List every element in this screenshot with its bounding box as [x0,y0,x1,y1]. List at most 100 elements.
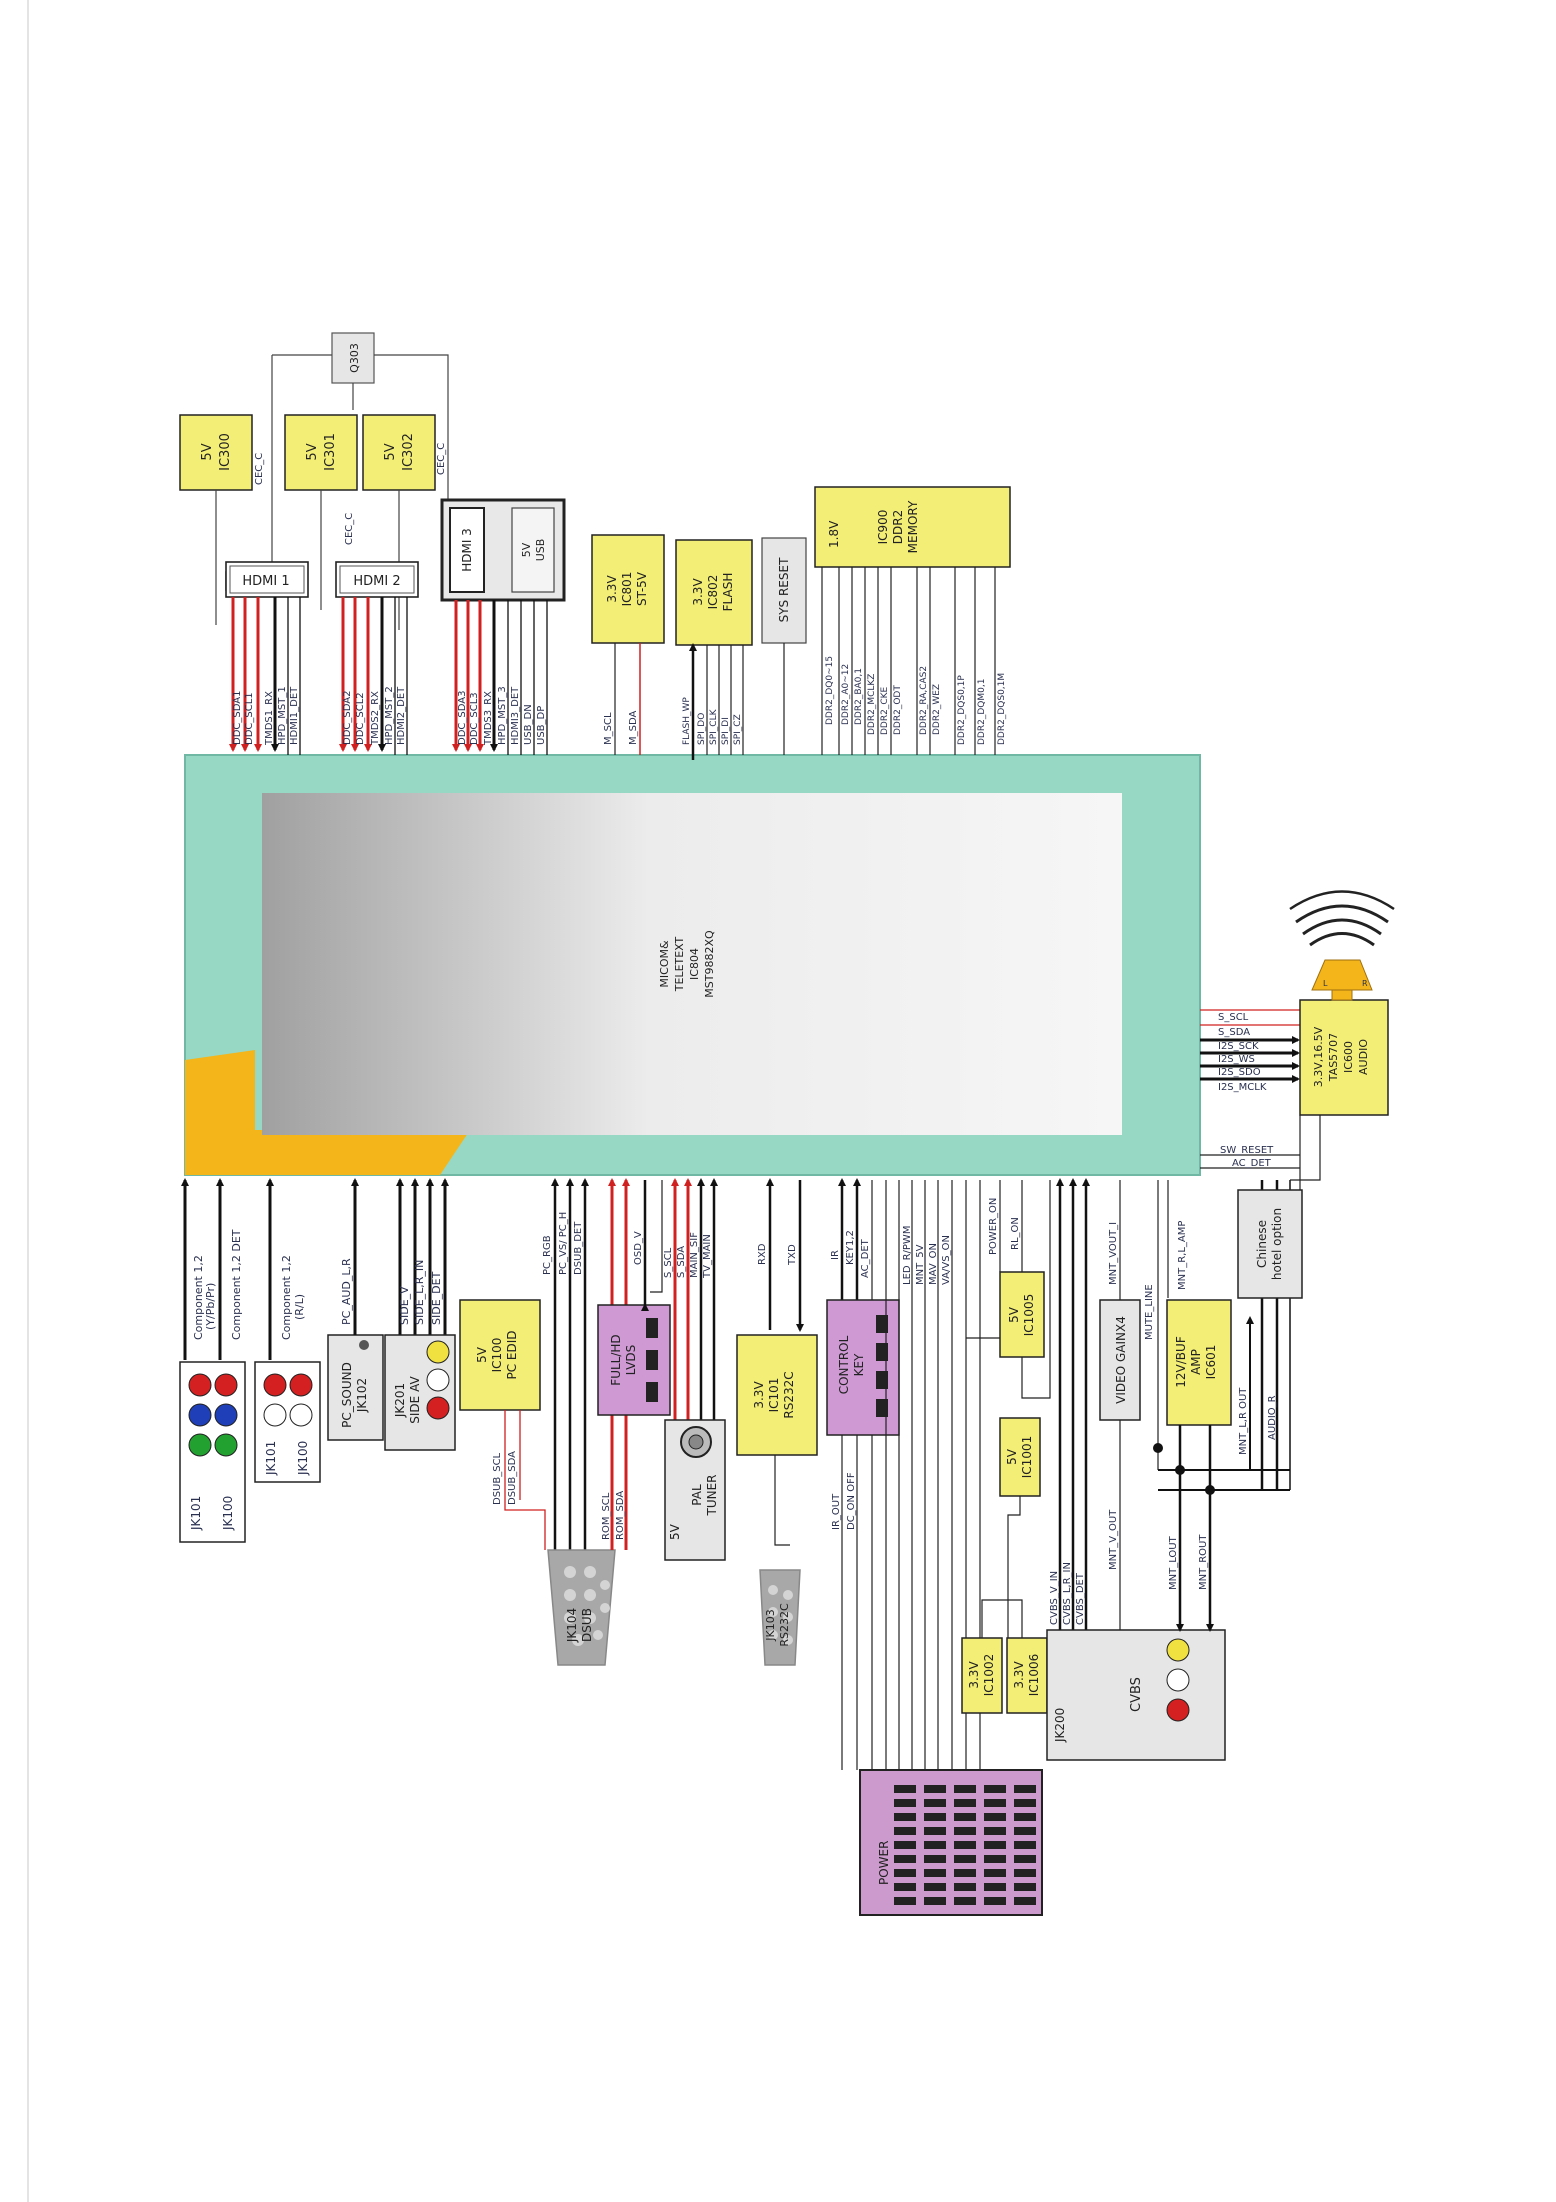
cvbs-signals: CVBS_V_IN CVBS_L,R_IN CVBS_DET [1049,1178,1090,1630]
svg-text:I2S_WS: I2S_WS [1218,1054,1255,1065]
power-block: POWER [859,1769,1043,1916]
power-pin [984,1785,1006,1793]
hdmi1-label: HDMI 1 [242,574,289,589]
svg-text:PC_RGB: PC_RGB [542,1235,553,1275]
svg-text:IC601: IC601 [1204,1345,1218,1380]
svg-text:JK101: JK101 [264,1441,278,1476]
svg-text:TXD: TXD [787,1244,798,1266]
power-pin [954,1799,976,1807]
svg-text:KEY: KEY [852,1353,866,1376]
svg-text:IC802: IC802 [706,575,720,610]
svg-text:5V: 5V [475,1346,489,1363]
svg-text:TAS5707: TAS5707 [1327,1033,1340,1082]
svg-text:DDR2_ODT: DDR2_ODT [893,685,903,735]
ic801-block: 3.3V IC801 ST-5V M_SCL M_SDA [591,534,665,755]
power-pin [954,1841,976,1849]
power-pin [894,1785,916,1793]
svg-text:DDR2_CKE: DDR2_CKE [880,686,890,735]
jk103-rs232c: JK103 RS232C [759,1569,801,1666]
svg-text:5V: 5V [200,443,215,460]
power-pin [924,1897,946,1905]
svg-text:RL_ON: RL_ON [1010,1217,1021,1250]
power-pin [954,1785,976,1793]
power-pin [1014,1897,1036,1905]
svg-text:KEY1,2: KEY1,2 [845,1230,856,1265]
ic1002-block: 3.3V IC1002 [961,1637,1003,1714]
svg-text:DDC_SDA1: DDC_SDA1 [232,691,243,745]
svg-text:SW_RESET: SW_RESET [1220,1145,1274,1156]
svg-text:I2S_MCLK: I2S_MCLK [1218,1082,1267,1093]
svg-text:JK102: JK102 [355,1378,369,1413]
power-pin [924,1841,946,1849]
power-pin [924,1799,946,1807]
svg-text:SYS RESET: SYS RESET [777,557,791,622]
hdmi2-connector: HDMI 2 [335,561,419,598]
lvds-block: ROM_SCL ROM_SDA FULL/HD LVDS OSD_V [597,1178,671,1550]
power-pin [894,1841,916,1849]
svg-text:FLASH_WP: FLASH_WP [682,697,692,745]
svg-text:ST-5V: ST-5V [635,571,649,606]
svg-text:OSD_V: OSD_V [633,1231,644,1265]
svg-text:MNT_VOUT_I: MNT_VOUT_I [1108,1222,1119,1285]
svg-text:SIDE AV: SIDE AV [408,1375,422,1423]
svg-text:SPI_CLK: SPI_CLK [709,708,719,745]
svg-text:DC_ON OFF: DC_ON OFF [846,1472,857,1530]
svg-text:3.3V: 3.3V [1012,1661,1026,1689]
cvbs-block: JK200 CVBS [1046,1629,1226,1761]
usb-label-2: USB [534,539,547,562]
svg-text:ROM_SCL: ROM_SCL [601,1492,612,1540]
svg-text:DDC_SCL3: DDC_SCL3 [469,692,480,745]
svg-text:MNT_ROUT: MNT_ROUT [1198,1534,1209,1590]
control-key-signals: IR KEY1,2 AC_DET [830,1178,873,1300]
power-pin [894,1869,916,1877]
power-pin [1014,1785,1036,1793]
power-pin [1014,1799,1036,1807]
svg-text:JK104: JK104 [565,1608,579,1643]
svg-text:(R/L): (R/L) [293,1294,306,1320]
svg-text:3.3V: 3.3V [691,578,705,606]
svg-text:HDMI2_DET: HDMI2_DET [396,686,407,745]
pal-tuner-block: 5V PAL TUNER [664,1419,726,1561]
ic600-block: 3.3V,16.5V TAS5707 IC600 AUDIO [1299,999,1389,1116]
usb-label-1: 5V [520,542,533,557]
power-pin [1014,1883,1036,1891]
svg-text:IC801: IC801 [620,572,634,607]
svg-text:S_SDA: S_SDA [1218,1027,1250,1038]
power-pin [1014,1841,1036,1849]
svg-text:PC EDID: PC EDID [505,1330,519,1379]
ic302-block: 5V IC302 [362,414,436,491]
jk101-jk100-component-ypbpr: JK101 JK100 [179,1361,246,1543]
svg-text:PC_AUD_L,R: PC_AUD_L,R [340,1258,353,1325]
power-pin [984,1869,1006,1877]
main-chip-line-3: IC804 [688,948,701,980]
svg-text:S_SCL: S_SCL [1218,1012,1249,1023]
power-pin [894,1883,916,1891]
svg-text:RS232C: RS232C [778,1603,791,1647]
side-av-block: SIDE_V SIDE_L,R_IN SIDE_DET JK201 SIDE A… [384,1178,456,1451]
video-gain-block: VIDEO GAINX4 MNT_VOUT_I MUTE_LINE MNT_V_… [1099,1180,1159,1630]
svg-text:AC_DET: AC_DET [860,1238,871,1278]
svg-text:DSUB_DET: DSUB_DET [573,1221,584,1275]
power-pin [984,1813,1006,1821]
ic101-block: 3.3V IC101 RS232C [736,1334,818,1546]
svg-text:CVBS: CVBS [1129,1677,1144,1712]
svg-text:DSUB: DSUB [580,1608,594,1642]
power-pin [954,1813,976,1821]
power-pin [984,1855,1006,1863]
svg-text:DSUB_SDA: DSUB_SDA [507,1451,518,1505]
svg-text:DDR2_A0~12: DDR2_A0~12 [841,664,851,725]
svg-text:DDC_SDA3: DDC_SDA3 [457,691,468,745]
chinese-hotel-option-block: Chinese hotel option [1237,1115,1321,1299]
component-signals: Component 1,2 (Y/Pb/Pr) Component 1,2 DE… [181,1178,306,1360]
svg-text:Component 1,2: Component 1,2 [280,1255,293,1340]
power-pin [894,1799,916,1807]
svg-text:1.8V: 1.8V [827,520,841,548]
svg-text:LVDS: LVDS [624,1345,638,1375]
svg-text:S_SCL: S_SCL [663,1247,674,1278]
svg-text:IC1001: IC1001 [1020,1436,1034,1478]
svg-text:SPI_DI: SPI_DI [721,717,731,745]
svg-text:PAL: PAL [690,1484,704,1506]
svg-text:FULL/HD: FULL/HD [609,1334,623,1385]
power-pin [894,1827,916,1835]
